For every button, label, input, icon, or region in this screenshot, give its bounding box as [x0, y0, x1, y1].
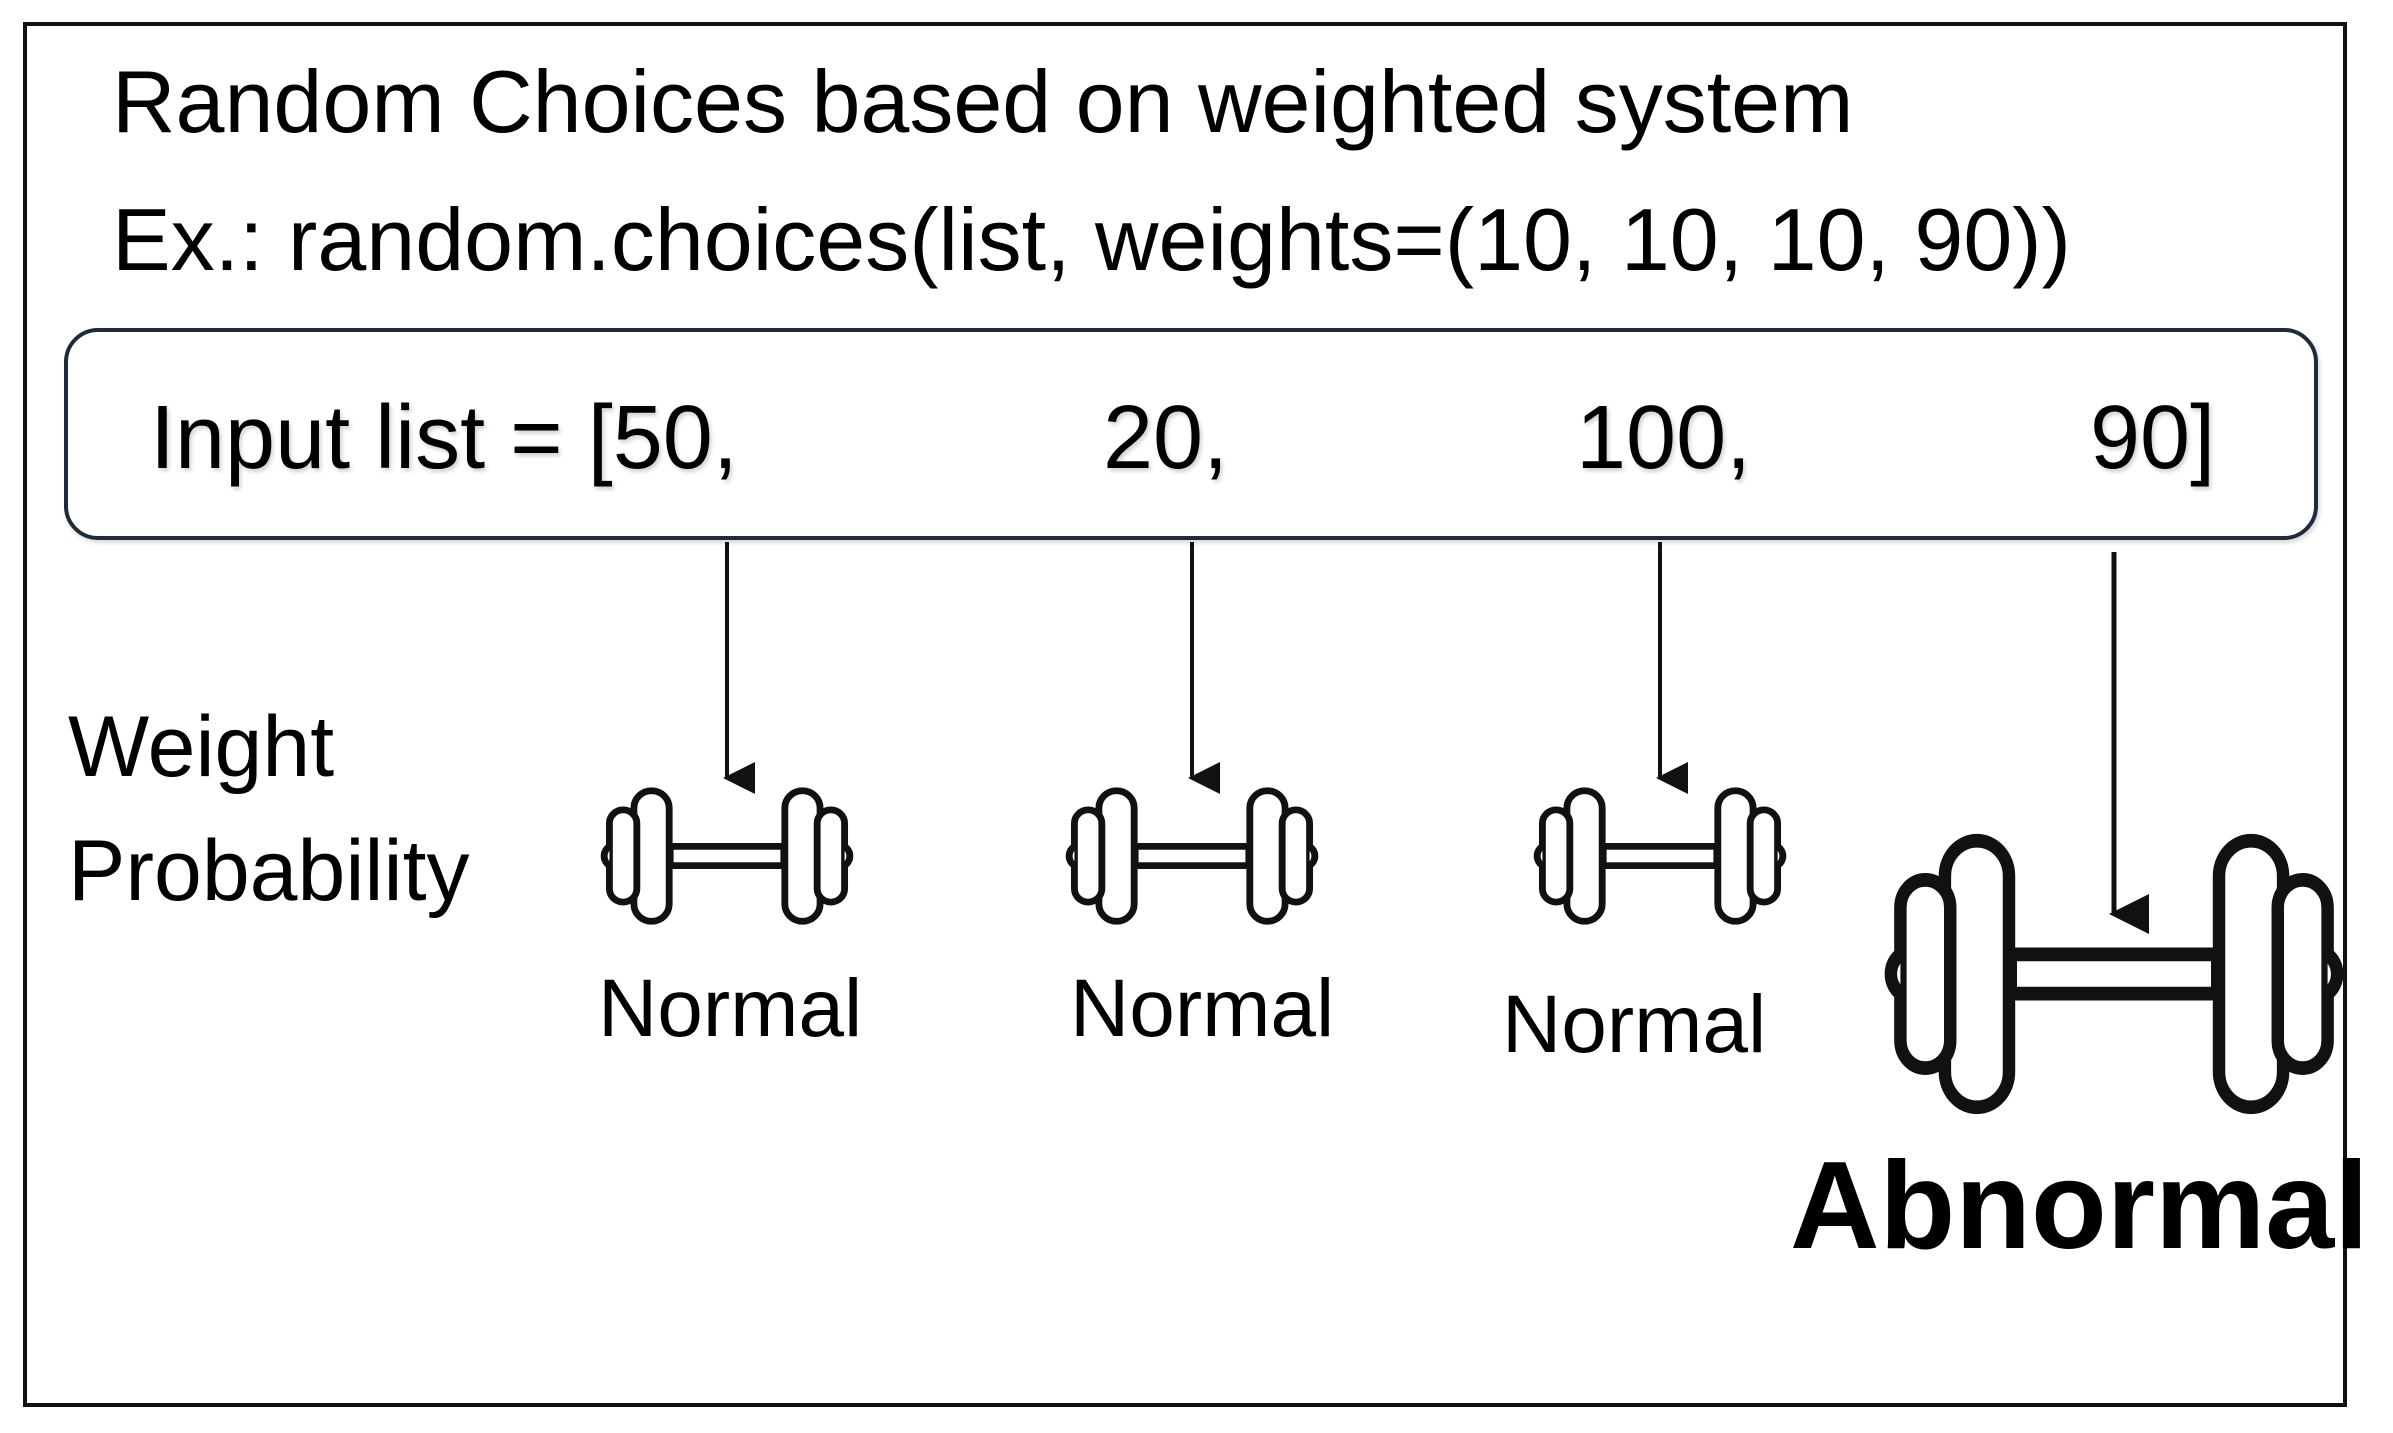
outcome-3-label: Normal: [1502, 979, 1767, 1070]
diagram-frame: [23, 22, 2347, 1407]
outcome-4-label: Abnormal: [1790, 1137, 2369, 1275]
input-list-item-90: 90]: [2090, 388, 2216, 488]
input-list-item-20: 20,: [1103, 388, 1229, 488]
dumbbell-icon: [604, 791, 850, 922]
weight-label-line1: Weight: [68, 699, 335, 795]
diagram-title: Random Choices based on weighted system: [112, 52, 1854, 151]
dumbbell-icon: [1537, 791, 1783, 922]
outcome-1-label: Normal: [598, 963, 863, 1054]
outcome-2-label: Normal: [1070, 963, 1335, 1054]
example-code: Ex.: random.choices(list, weights=(10, 1…: [112, 190, 2071, 289]
input-list-box: [64, 328, 2318, 540]
weight-probability-label: Weight Probability: [68, 704, 470, 952]
input-list-item-100: 100,: [1576, 388, 1752, 488]
dumbbell-icon: [1069, 791, 1315, 922]
input-list-prefix: Input list = [50,: [150, 388, 738, 488]
weight-label-line2: Probability: [68, 823, 470, 919]
